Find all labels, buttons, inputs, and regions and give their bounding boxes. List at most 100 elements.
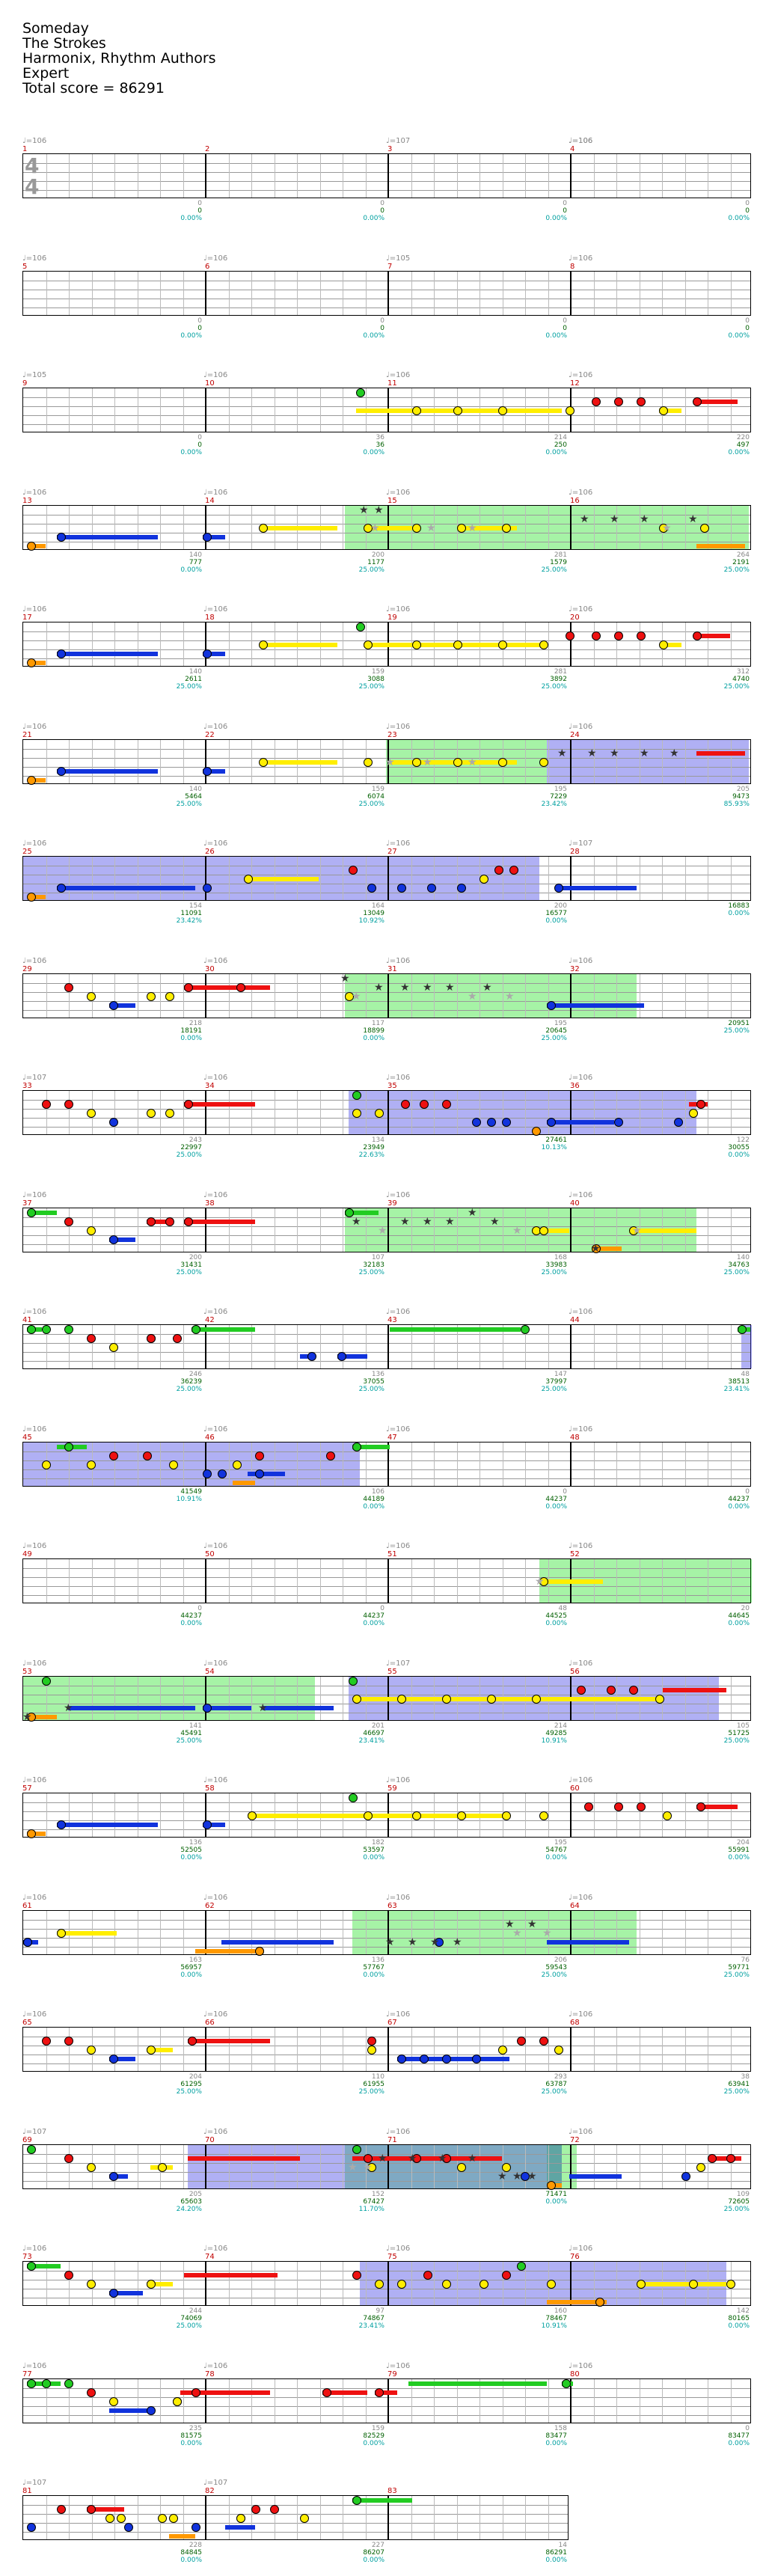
note-yellow — [345, 991, 354, 1001]
sustain — [248, 1471, 285, 1476]
note-yellow — [412, 757, 421, 767]
beat-line — [319, 1442, 321, 1486]
beat-line — [616, 1793, 617, 1837]
measure-points: 109 — [736, 2190, 750, 2198]
star-note: ★ — [468, 990, 477, 1003]
measure-points: 141 — [189, 1722, 202, 1730]
beat-line — [684, 857, 686, 900]
bar-line — [387, 271, 389, 315]
lane-line — [23, 1000, 750, 1002]
running-total: 44237 — [728, 1495, 750, 1503]
measure-points: 110 — [371, 2073, 384, 2081]
beat-line — [548, 1910, 549, 1954]
tempo-marker: ♩=106 — [22, 2361, 47, 2370]
beat-line — [69, 1091, 70, 1134]
tempo-marker: ♩=106 — [203, 2245, 228, 2253]
note-yellow — [147, 991, 156, 1001]
beat-line — [319, 2496, 321, 2539]
tempo-marker: ♩=106 — [203, 1659, 228, 1668]
measure-points: 140 — [189, 785, 202, 793]
beat-line — [114, 154, 115, 198]
note-yellow — [659, 406, 668, 415]
beat-line — [183, 1442, 184, 1486]
measure-points: 201 — [371, 1722, 384, 1730]
bar-line — [570, 1910, 572, 1954]
beat-line — [160, 1208, 161, 1252]
running-total: 4740 — [732, 676, 750, 683]
beat-line — [593, 2378, 595, 2423]
bar-line — [387, 2496, 389, 2539]
measure-points: 107 — [371, 1253, 384, 1261]
note-red — [352, 2271, 361, 2280]
running-total: 44237 — [180, 1612, 202, 1620]
note-red — [607, 1685, 616, 1695]
star-note: ★ — [352, 990, 361, 1003]
note-yellow — [364, 640, 373, 649]
beat-line — [91, 1793, 93, 1837]
measure-points: 293 — [554, 2073, 567, 2081]
note-yellow — [726, 2280, 735, 2289]
accuracy: 10.91% — [176, 1495, 202, 1503]
beat-line — [411, 2262, 412, 2305]
star-note: ★ — [400, 981, 410, 994]
note-yellow — [87, 2162, 96, 2172]
tempo-marker: ♩=107 — [22, 1074, 47, 1082]
measure-number: 82 — [205, 2487, 215, 2495]
bar-line — [570, 2144, 572, 2188]
beat-line — [228, 2262, 230, 2305]
note-yellow — [87, 1460, 96, 1469]
accuracy: 0.00% — [545, 917, 567, 925]
sustain — [352, 2498, 412, 2503]
beat-line — [69, 154, 70, 198]
lane-line — [23, 1243, 750, 1245]
lane-line — [23, 748, 750, 750]
beat-line — [297, 2496, 298, 2539]
accuracy: 0.00% — [363, 215, 384, 222]
accuracy: 23.41% — [723, 1386, 750, 1393]
bar-line — [387, 739, 389, 783]
note-orange — [27, 1712, 36, 1722]
measure-number: 51 — [387, 1550, 397, 1558]
beat-line — [525, 1910, 526, 1954]
note-yellow — [169, 1460, 178, 1469]
beat-line — [91, 622, 93, 666]
star-note: ★ — [512, 1224, 522, 1237]
tempo-marker: ♩=106 — [203, 1425, 228, 1434]
note-red — [566, 631, 574, 640]
sustain — [184, 2273, 278, 2277]
note-yellow — [479, 2280, 488, 2289]
tempo-marker: ♩=106 — [386, 839, 411, 848]
note-yellow — [442, 1694, 451, 1704]
accuracy: 0.00% — [728, 1151, 750, 1159]
sustain — [263, 1705, 334, 1710]
beat-line — [730, 1208, 732, 1252]
note-yellow — [502, 523, 511, 533]
lane-line — [23, 2532, 568, 2533]
beat-line — [114, 739, 115, 783]
beat-line — [91, 857, 93, 900]
note-yellow — [87, 1109, 96, 1118]
measure-points: 228 — [189, 2542, 202, 2549]
bar-line — [570, 622, 572, 666]
sustain — [696, 1805, 738, 1809]
beat-line — [297, 1442, 298, 1486]
note-yellow — [87, 1226, 96, 1235]
beat-line — [228, 1091, 230, 1134]
beat-line — [91, 1559, 93, 1603]
note-yellow — [105, 2514, 114, 2523]
measure-number: 19 — [387, 614, 397, 622]
measure-number: 64 — [570, 1901, 580, 1910]
bar-line — [387, 1910, 389, 1954]
note-blue — [57, 532, 66, 542]
star-note: ★ — [340, 972, 350, 985]
star-note: ★ — [22, 1710, 32, 1723]
beat-line — [479, 1442, 480, 1486]
beat-line — [730, 1559, 732, 1603]
beat-line — [593, 1442, 595, 1486]
sustain — [184, 1219, 255, 1224]
